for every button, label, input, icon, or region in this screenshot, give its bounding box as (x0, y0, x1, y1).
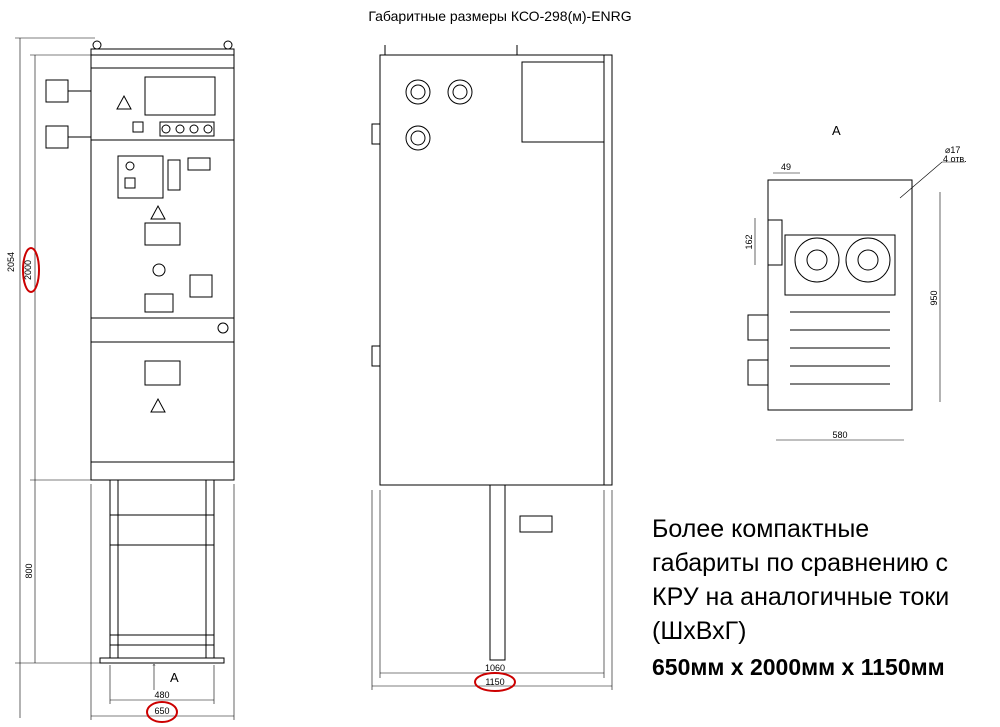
note-line-1: Более компактные (652, 515, 870, 543)
highlight-depth (474, 672, 516, 692)
diagram-title: Габаритные размеры КСО-298(м)-ENRG (368, 8, 632, 24)
hole-count: 4 отв. (943, 154, 967, 164)
dim-950: 950 (929, 290, 939, 305)
note-dimensions: 650мм х 2000мм х 1150мм (652, 654, 945, 680)
note-line-4: (ШхВхГ) (652, 617, 747, 645)
dim-stand-height: 800 (24, 563, 34, 578)
top-view-body (767, 179, 913, 411)
note-line-3: КРУ на аналогичные токи (652, 583, 950, 611)
dim-width: 650 (154, 706, 169, 716)
dim-49: 49 (781, 162, 791, 172)
side-view (371, 45, 613, 661)
hole-diameter: ⌀17 (945, 145, 960, 155)
dim-162: 162 (744, 234, 754, 249)
relay-panel (144, 76, 216, 116)
note-line-2: габариты по сравнению с (652, 549, 949, 577)
highlight-width (146, 701, 178, 723)
highlight-height (22, 247, 40, 293)
front-view (45, 40, 235, 664)
side-dimensions (371, 490, 613, 690)
cabinet-body (90, 54, 235, 481)
top-view-dimensions (754, 161, 965, 441)
comparison-note: Более компактные габариты по сравнению с… (652, 512, 992, 684)
dim-stand-depth: 1060 (485, 663, 505, 673)
dim-depth: 1150 (485, 677, 504, 687)
view-arrow-label: A (170, 670, 179, 685)
warning-icon (116, 94, 132, 110)
dim-580: 580 (832, 430, 847, 440)
side-body (379, 54, 613, 486)
dim-cabinet-height: 2000 (23, 260, 33, 280)
cabinet-stand (109, 479, 215, 659)
lifting-eye-left (92, 40, 102, 50)
top-view-label: A (832, 123, 841, 138)
lifting-eye-right (223, 40, 233, 50)
dim-stand-width: 480 (154, 690, 169, 700)
mimic-panel (117, 155, 164, 199)
front-dimensions (15, 37, 235, 720)
dim-overall-height: 2054 (6, 252, 16, 272)
top-view (747, 179, 913, 411)
